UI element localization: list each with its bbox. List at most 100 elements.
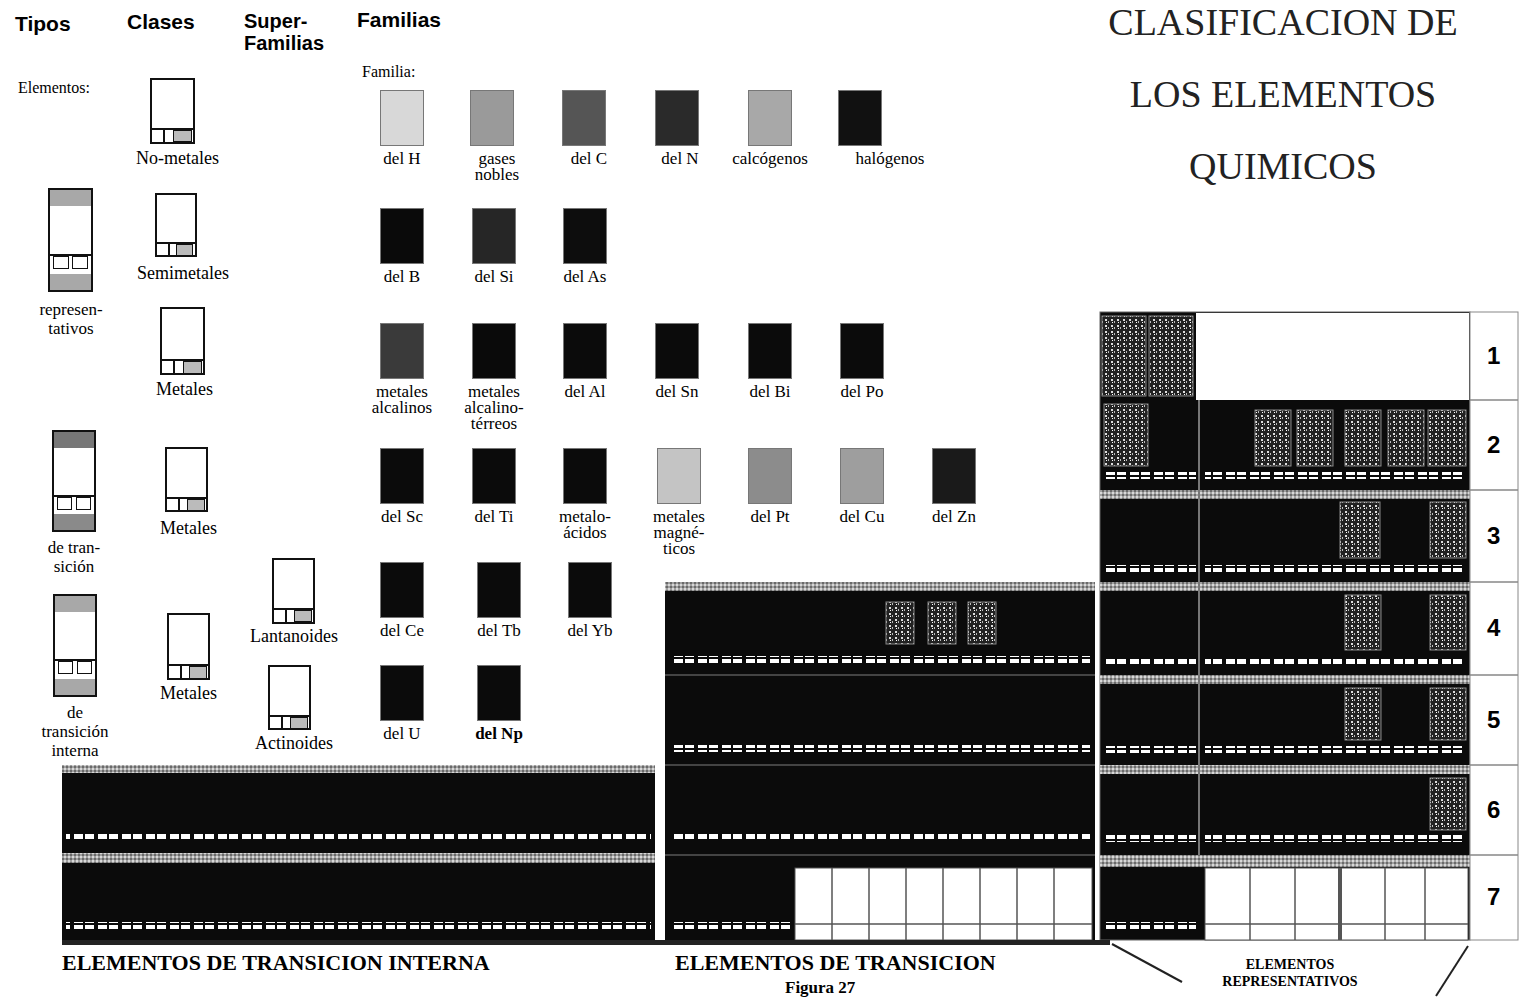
family-label: del Al <box>545 384 625 400</box>
family-swatch <box>380 562 424 618</box>
icon-cell <box>290 717 308 729</box>
node-label: Actinoides <box>255 733 333 753</box>
title-text: CLASIFICACION DE LOS ELEMENTOS QUIMICOS <box>1093 0 1473 202</box>
family-swatch <box>563 208 607 264</box>
legend-item: metalo- ácidos <box>563 448 607 504</box>
legend-item: del N <box>655 90 699 146</box>
period-number: 7 <box>1487 883 1500 911</box>
family-swatch <box>748 448 792 504</box>
icon-band <box>50 274 91 290</box>
icon-tick <box>173 359 175 373</box>
period-number: 4 <box>1487 614 1500 642</box>
class-icon: No-metales <box>150 78 195 144</box>
family-swatch <box>563 448 607 504</box>
column-header: Familias <box>357 8 441 32</box>
family-swatch <box>563 323 607 379</box>
icon-cell <box>76 497 91 510</box>
type-icon: represen- tativos <box>48 188 93 292</box>
legend-item: metales alcalinos <box>380 323 424 379</box>
family-label: del Np <box>459 726 539 742</box>
legend-item: del Si <box>472 208 516 264</box>
icon-cell <box>72 256 88 269</box>
icon-band <box>55 679 95 695</box>
family-label: del Bi <box>730 384 810 400</box>
node-label: Metales <box>156 379 213 399</box>
family-swatch <box>380 665 424 721</box>
family-swatch <box>472 208 516 264</box>
family-swatch <box>380 90 424 146</box>
family-label: del Ti <box>454 509 534 525</box>
family-swatch <box>568 562 612 618</box>
icon-band <box>50 190 91 206</box>
family-swatch <box>657 448 701 504</box>
family-label: del Ce <box>362 623 442 639</box>
family-swatch <box>470 90 514 146</box>
family-swatch <box>748 90 792 146</box>
icon-cell <box>53 256 69 269</box>
icon-tick <box>281 715 283 728</box>
legend-item: del Pt <box>748 448 792 504</box>
family-swatch <box>477 562 521 618</box>
family-label: del Yb <box>550 623 630 639</box>
family-label: del Pt <box>730 509 810 525</box>
column-header: Tipos <box>15 12 71 36</box>
block-label: ELEMENTOS DE TRANSICION INTERNA <box>62 950 490 976</box>
family-swatch <box>655 90 699 146</box>
family-label: del Sn <box>637 384 717 400</box>
family-label: metalo- ácidos <box>550 509 620 541</box>
family-label: metales alcalinos <box>357 384 447 416</box>
family-swatch <box>472 323 516 379</box>
legend-item: gases nobles <box>470 90 514 146</box>
family-swatch <box>380 448 424 504</box>
icon-band <box>55 596 95 612</box>
legend-item: metales magné- ticos <box>657 448 701 504</box>
class-icon: Metales <box>167 613 210 680</box>
family-label: del B <box>362 269 442 285</box>
figure-caption: Figura 27 <box>785 978 855 998</box>
family-swatch <box>380 323 424 379</box>
node-label: Metales <box>160 518 217 538</box>
family-label: del Cu <box>822 509 902 525</box>
family-label: del Si <box>454 269 534 285</box>
node-label: de transición interna <box>34 703 116 760</box>
icon-cell <box>173 130 192 142</box>
family-label: del Zn <box>914 509 994 525</box>
icon-cell <box>189 666 207 679</box>
legend-item: del C <box>562 90 606 146</box>
class-icon: Metales <box>160 307 205 375</box>
legend-item: del Sn <box>655 323 699 379</box>
family-label: del U <box>362 726 442 742</box>
period-number: 2 <box>1487 431 1500 459</box>
family-swatch <box>655 323 699 379</box>
legend-item: del Bi <box>748 323 792 379</box>
legend-item: del Ce <box>380 562 424 618</box>
column-header: Super- Familias <box>244 10 334 54</box>
family-swatch <box>932 448 976 504</box>
legend-item: halógenos <box>838 90 882 146</box>
family-label: gases nobles <box>467 151 527 183</box>
legend-item: del Np <box>477 665 521 721</box>
legend-item: del Al <box>563 323 607 379</box>
icon-cell <box>294 610 312 622</box>
family-label: del N <box>640 151 720 167</box>
family-label: metales magné- ticos <box>644 509 714 557</box>
family-label: del C <box>549 151 629 167</box>
row-caption: Familia: <box>362 63 415 81</box>
period-number: 3 <box>1487 522 1500 550</box>
period-number: 5 <box>1487 706 1500 734</box>
class-icon: Lantanoides <box>272 558 315 624</box>
node-label: Lantanoides <box>250 626 338 646</box>
legend-item: del U <box>380 665 424 721</box>
family-label: del Sc <box>362 509 442 525</box>
family-swatch <box>748 323 792 379</box>
family-swatch <box>477 665 521 721</box>
icon-cell <box>187 499 205 511</box>
family-label: del As <box>545 269 625 285</box>
family-swatch <box>562 90 606 146</box>
family-label: halógenos <box>835 151 945 167</box>
node-label: Metales <box>160 683 217 703</box>
legend-item: del H <box>380 90 424 146</box>
icon-tick <box>285 608 287 622</box>
legend-item: del Po <box>840 323 884 379</box>
